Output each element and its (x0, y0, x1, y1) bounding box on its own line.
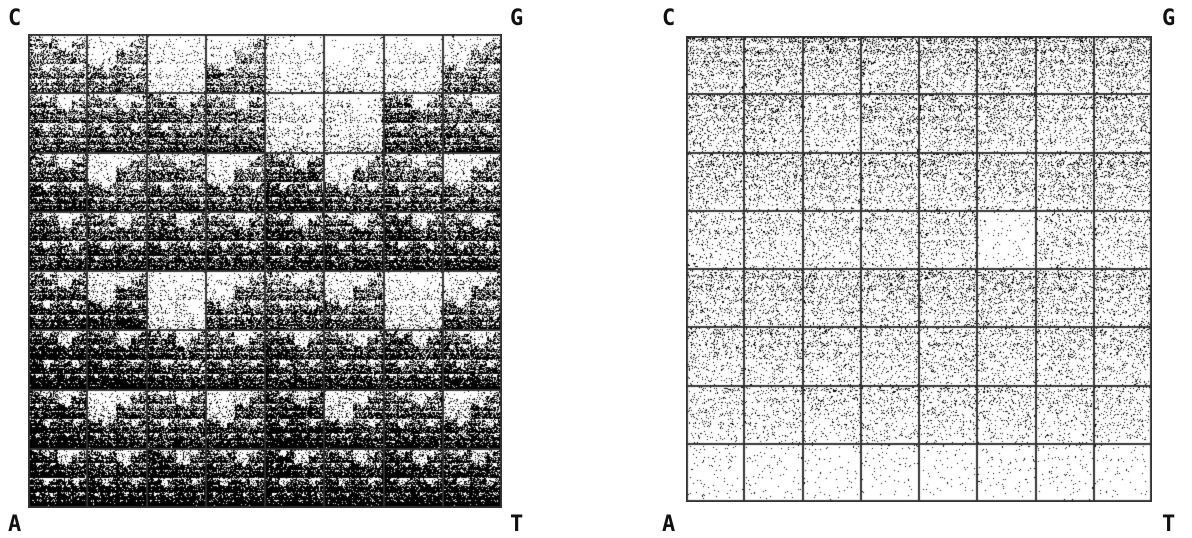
corner-label-a: A (662, 512, 676, 537)
corner-label-a: A (8, 512, 22, 537)
corner-label-c: C (662, 6, 676, 31)
corner-label-t: T (1162, 512, 1176, 537)
corner-label-c: C (8, 6, 22, 31)
cgr-plot-left: C G A T (0, 0, 560, 538)
chaos-game-canvas-left (28, 34, 502, 508)
corner-label-t: T (510, 512, 524, 537)
cgr-plot-right: C G A T (640, 0, 1192, 538)
corner-label-g: G (1162, 6, 1176, 31)
corner-label-g: G (510, 6, 524, 31)
chaos-game-canvas-right (686, 36, 1152, 502)
